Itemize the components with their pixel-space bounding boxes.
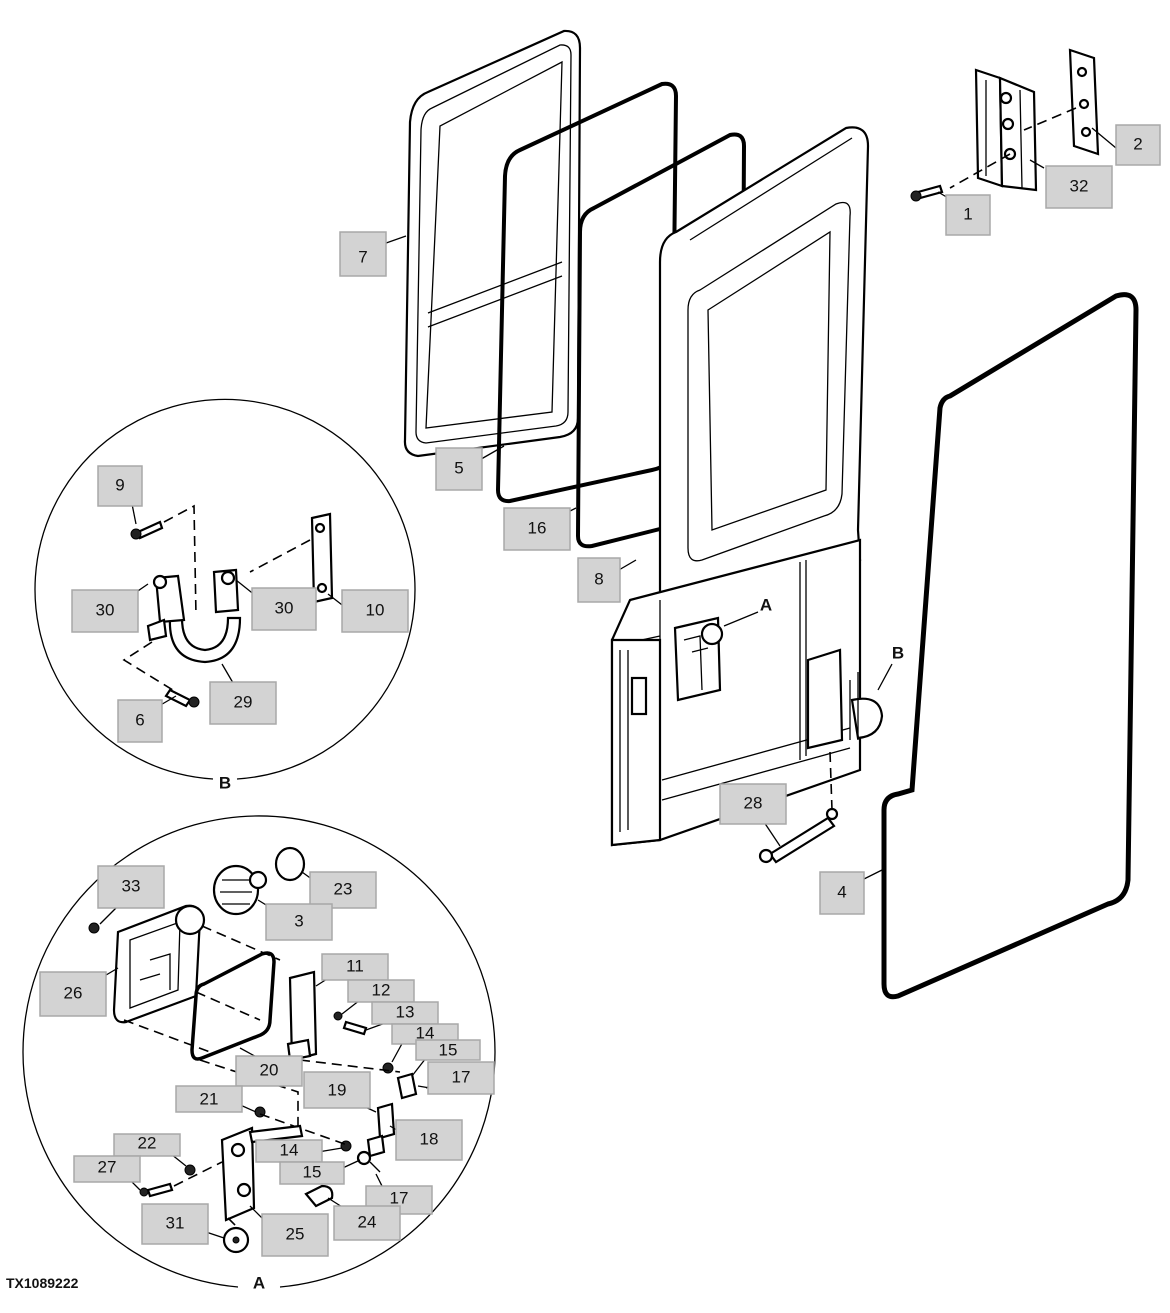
svg-text:32: 32 (1070, 176, 1089, 195)
hinge-pin-28 (758, 751, 839, 864)
seal-5 (495, 81, 679, 504)
plate-2 (1068, 48, 1100, 156)
callout-21: 21 (175, 1085, 243, 1113)
svg-text:22: 22 (138, 1133, 157, 1152)
detail-a-view: A (22, 815, 496, 1292)
svg-text:14: 14 (416, 1023, 435, 1042)
svg-text:31: 31 (166, 1213, 185, 1232)
svg-text:5: 5 (454, 458, 463, 477)
door-seal-4 (881, 292, 1139, 1000)
svg-text:30: 30 (96, 600, 115, 619)
svg-text:11: 11 (346, 956, 364, 975)
svg-text:25: 25 (286, 1224, 305, 1243)
svg-text:18: 18 (420, 1129, 439, 1148)
callout-1: 1 (945, 194, 991, 236)
callout-7: 7 (339, 231, 387, 277)
svg-text:13: 13 (396, 1002, 415, 1021)
callout-17-upper: 17 (427, 1061, 495, 1095)
callout-12: 12 (347, 979, 415, 1003)
callout-8: 8 (577, 557, 621, 603)
callout-6: 6 (117, 699, 163, 743)
svg-text:20: 20 (260, 1060, 279, 1079)
callout-19: 19 (303, 1071, 371, 1109)
svg-text:29: 29 (234, 692, 253, 711)
callout-16: 16 (503, 507, 571, 551)
callout-26: 26 (39, 971, 107, 1017)
callout-32: 32 (1045, 165, 1113, 209)
svg-text:27: 27 (98, 1157, 117, 1176)
detail-b-marker: B (892, 643, 904, 662)
svg-text:3: 3 (294, 911, 303, 930)
detail-a-label: A (253, 1273, 265, 1292)
svg-text:15: 15 (439, 1040, 458, 1059)
callout-31: 31 (141, 1203, 209, 1245)
callout-23: 23 (309, 871, 377, 909)
callout-14-upper: 14 (391, 1023, 459, 1045)
svg-text:17: 17 (390, 1188, 409, 1207)
callout-5: 5 (435, 447, 483, 491)
callout-13: 13 (371, 1001, 439, 1025)
detail-a-marker: A (760, 595, 772, 614)
callout-3: 3 (265, 903, 333, 941)
figure-id: TX1089222 (6, 1275, 79, 1291)
svg-text:17: 17 (452, 1067, 471, 1086)
svg-text:30: 30 (275, 598, 294, 617)
callout-22: 22 (113, 1133, 181, 1157)
hinge-32 (974, 68, 1038, 192)
callout-18: 18 (395, 1119, 463, 1161)
svg-text:16: 16 (528, 518, 547, 537)
callout-24: 24 (333, 1205, 401, 1241)
callout-25: 25 (261, 1213, 329, 1257)
svg-text:10: 10 (366, 600, 385, 619)
callout-15-upper: 15 (415, 1039, 481, 1061)
svg-text:7: 7 (358, 247, 367, 266)
svg-text:9: 9 (115, 475, 124, 494)
callout-27: 27 (73, 1155, 141, 1183)
svg-text:14: 14 (280, 1140, 299, 1159)
callout-2: 2 (1115, 124, 1161, 166)
callout-29: 29 (209, 681, 277, 725)
callout-9: 9 (97, 465, 143, 507)
callout-11: 11 (321, 953, 389, 981)
svg-text:23: 23 (334, 879, 353, 898)
callout-10: 10 (341, 589, 409, 633)
callout-20: 20 (235, 1055, 303, 1087)
detail-b-view: B (34, 398, 416, 792)
callout-28: 28 (719, 783, 787, 825)
door-frame-8 (610, 126, 884, 847)
callout-33: 33 (97, 865, 165, 909)
callout-30-right: 30 (251, 587, 317, 631)
svg-text:2: 2 (1133, 134, 1142, 153)
callout-15-lower: 15 (279, 1161, 345, 1185)
detail-b-label: B (219, 773, 231, 792)
svg-text:26: 26 (64, 983, 83, 1002)
svg-text:6: 6 (135, 710, 144, 729)
callout-30-left: 30 (71, 589, 139, 633)
svg-text:8: 8 (594, 569, 603, 588)
window-frame-7 (403, 29, 582, 458)
callout-14-lower: 14 (255, 1139, 323, 1163)
svg-text:24: 24 (358, 1212, 377, 1231)
svg-text:15: 15 (303, 1162, 322, 1181)
svg-text:4: 4 (837, 882, 846, 901)
svg-text:28: 28 (744, 793, 763, 812)
screw-1 (910, 184, 944, 202)
svg-text:12: 12 (372, 980, 391, 999)
svg-text:33: 33 (122, 876, 141, 895)
svg-text:1: 1 (963, 204, 972, 223)
svg-text:19: 19 (328, 1080, 347, 1099)
svg-text:21: 21 (200, 1089, 219, 1108)
callout-4: 4 (819, 871, 865, 915)
